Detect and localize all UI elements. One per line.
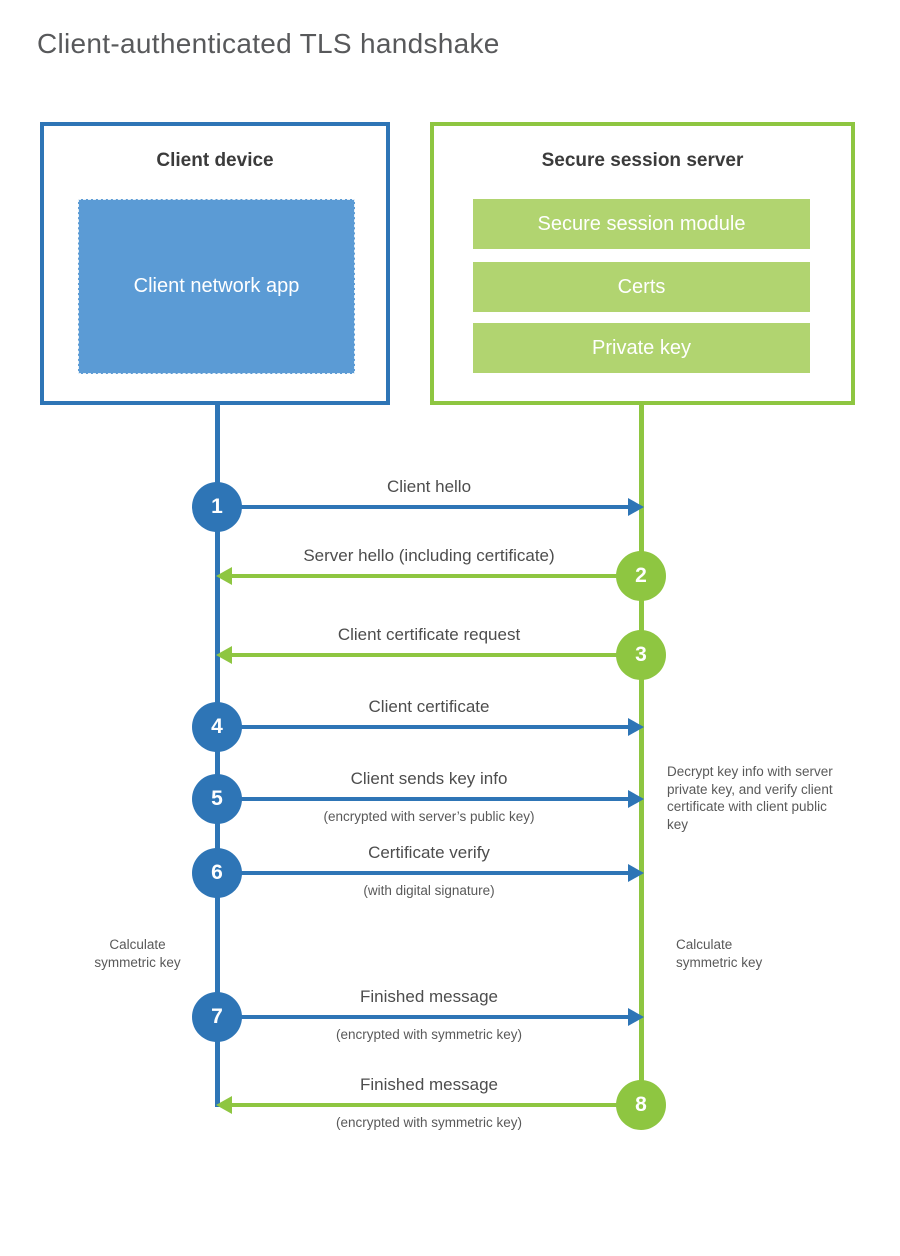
step-5-arrow-right-icon bbox=[217, 790, 644, 808]
step-4-label: Client certificate bbox=[368, 697, 490, 716]
client-network-app-box: Client network app bbox=[78, 199, 355, 374]
calculate-symmetric-key-server-note: Calculate symmetric key bbox=[676, 937, 763, 970]
step-5-circle: 5 bbox=[192, 774, 242, 824]
step-6-arrow-right-icon bbox=[217, 864, 644, 882]
step-7-arrow-right-icon bbox=[217, 1008, 644, 1026]
step-7-number: 7 bbox=[211, 1005, 223, 1028]
step-3-arrow-left-icon bbox=[216, 646, 641, 664]
step-7-circle: 7 bbox=[192, 992, 242, 1042]
step-3-circle: 3 bbox=[616, 630, 666, 680]
step-8-circle: 8 bbox=[616, 1080, 666, 1130]
step-4-circle: 4 bbox=[192, 702, 242, 752]
step-4-number: 4 bbox=[211, 715, 223, 738]
step-2-number: 2 bbox=[635, 564, 647, 587]
server-module-secure-session: Secure session module bbox=[473, 199, 810, 249]
step-2-label: Server hello (including certificate) bbox=[303, 546, 555, 565]
step-8-number: 8 bbox=[635, 1093, 647, 1116]
server-module-certs: Certs bbox=[473, 262, 810, 312]
step-7-label: Finished message bbox=[360, 987, 498, 1006]
client-network-app-label: Client network app bbox=[133, 275, 300, 297]
step-5-label: Client sends key info bbox=[350, 769, 508, 788]
step-8-arrow-left-icon bbox=[216, 1096, 641, 1114]
secure-session-server-title: Secure session server bbox=[541, 150, 744, 171]
decrypt-key-note: Decrypt key info with server private key… bbox=[667, 764, 833, 832]
diagram-title: Client-authenticated TLS handshake bbox=[37, 28, 500, 59]
step-1-circle: 1 bbox=[192, 482, 242, 532]
step-7-sublabel: (encrypted with symmetric key) bbox=[335, 1027, 523, 1042]
step-4-arrow-right-icon bbox=[217, 718, 644, 736]
step-6-number: 6 bbox=[211, 861, 223, 884]
client-device-title: Client device bbox=[156, 150, 274, 171]
client-device-box: Client device Client network app bbox=[40, 122, 390, 405]
step-1-number: 1 bbox=[211, 495, 223, 518]
step-8-sublabel: (encrypted with symmetric key) bbox=[335, 1115, 523, 1130]
server-lifeline bbox=[639, 405, 644, 1105]
step-2-circle: 2 bbox=[616, 551, 666, 601]
client-lifeline bbox=[215, 405, 220, 1107]
step-6-label: Certificate verify bbox=[368, 843, 490, 862]
secure-session-server-box: Secure session server Secure session mod… bbox=[430, 122, 855, 405]
step-3-label: Client certificate request bbox=[337, 625, 521, 644]
server-module-private-key: Private key bbox=[473, 323, 810, 373]
step-1-label: Client hello bbox=[386, 477, 472, 496]
step-5-sublabel: (encrypted with server’s public key) bbox=[323, 809, 535, 824]
calculate-symmetric-key-client-note: Calculate symmetric key bbox=[94, 937, 181, 970]
step-1-arrow-right-icon bbox=[217, 498, 644, 516]
step-3-number: 3 bbox=[635, 643, 647, 666]
step-6-sublabel: (with digital signature) bbox=[363, 883, 495, 898]
step-6-circle: 6 bbox=[192, 848, 242, 898]
server-module-label: Certs bbox=[617, 275, 666, 298]
server-module-label: Secure session module bbox=[537, 212, 746, 235]
step-8-label: Finished message bbox=[360, 1075, 498, 1094]
step-2-arrow-left-icon bbox=[216, 567, 641, 585]
server-module-label: Private key bbox=[592, 336, 691, 359]
step-5-number: 5 bbox=[211, 787, 223, 810]
